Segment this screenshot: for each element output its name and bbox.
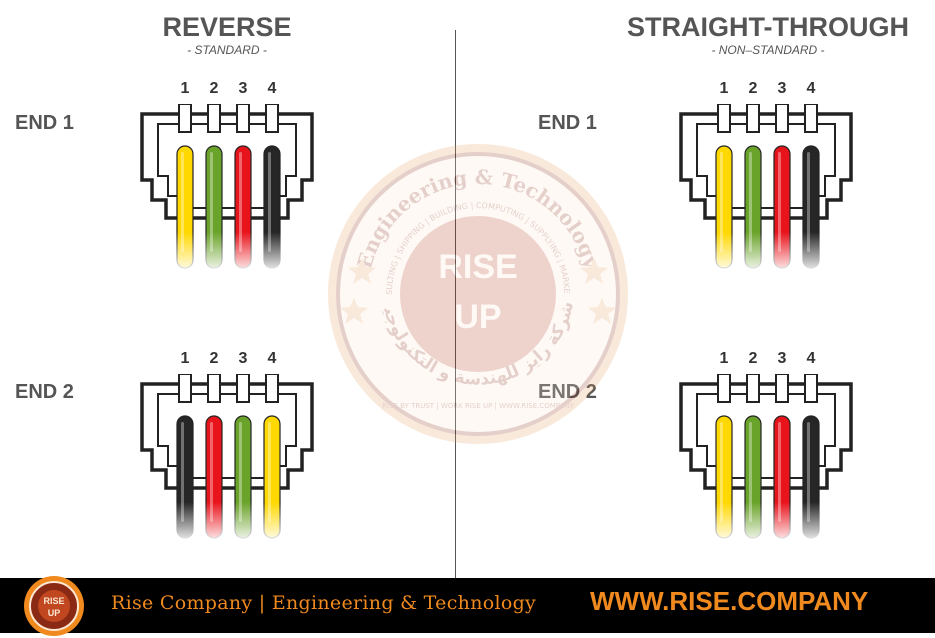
wire-highlight [181,422,184,522]
contact-pin [775,104,789,133]
rise-watermark-seal: Engineering & Technology CONSULTING | SH… [322,138,628,444]
wire-fade [679,502,859,544]
watermark-tagline: RISE BY TRUST | WORK RISE UP | WWW.RISE.… [382,402,574,410]
contact-pin [265,104,279,133]
connector-housing [140,382,314,490]
contact-pin [178,374,192,403]
pin-number-1: 1 [719,350,729,367]
pin-number-1: 1 [180,350,190,367]
contact-pin [236,374,250,403]
wire-highlight [807,422,810,522]
wire-fade [140,232,320,274]
pin-number-3: 3 [238,80,248,97]
wire-highlight [749,422,752,522]
pin-number-4: 4 [267,80,277,97]
contact-pin [746,104,760,133]
pin-number-2: 2 [748,350,758,367]
pin-number-2: 2 [209,80,219,97]
contact-pin [236,104,250,133]
wire-highlight [181,152,184,252]
wire-highlight [749,152,752,252]
center-divider [455,30,456,578]
pin-number-4: 4 [267,350,277,367]
contact-pin [717,374,731,403]
footer-company-name: Rise Company | Engineering & Technology [111,592,537,614]
contact-pin [746,374,760,403]
logo-text-bottom: UP [48,608,61,618]
wire-highlight [210,422,213,522]
wire-fade [679,232,859,274]
wire-highlight [268,422,271,522]
contact-pin [775,374,789,403]
connector-drawing [679,104,859,274]
contact-pin [207,374,221,403]
reverse-title: REVERSE [162,12,292,42]
straight-end1-label: END 1 [538,112,597,134]
connector-drawing [140,374,320,544]
connector-housing [679,382,853,490]
footer-bar: RISE UP Rise Company | Engineering & Tec… [0,576,935,636]
wire-highlight [720,422,723,522]
watermark-center-text-2: UP [454,298,501,336]
wire-highlight [778,422,781,522]
pin-number-1: 1 [719,80,729,97]
wire-highlight [239,422,242,522]
footer-website-link[interactable]: WWW.RISE.COMPANY [590,586,869,616]
contact-pin [207,104,221,133]
connector-drawing [140,104,320,274]
pin-number-3: 3 [777,80,787,97]
pin-number-1: 1 [180,80,190,97]
wire-highlight [807,152,810,252]
contact-pin [804,104,818,133]
reverse-subtitle: - STANDARD - [187,43,267,57]
connector-housing [679,112,853,220]
contact-pin [178,104,192,133]
pin-number-3: 3 [238,350,248,367]
connector-housing [140,112,314,220]
contact-pin [265,374,279,403]
watermark-center-text-1: RISE [438,248,517,286]
contact-pin [717,104,731,133]
straight-through-subtitle: - NON–STANDARD - [711,43,825,57]
wire-highlight [239,152,242,252]
wire-highlight [210,152,213,252]
pin-number-4: 4 [806,350,816,367]
pin-number-3: 3 [777,350,787,367]
pin-number-4: 4 [806,80,816,97]
pin-number-2: 2 [748,80,758,97]
rise-logo-icon: RISE UP [24,576,84,636]
reverse-end1-label: END 1 [15,112,74,134]
contact-pin [804,374,818,403]
straight-end2-label: END 2 [538,381,597,404]
straight-through-title: STRAIGHT-THROUGH [627,12,909,42]
wire-fade [140,502,320,544]
wire-highlight [720,152,723,252]
logo-text-top: RISE [43,596,64,606]
connector-drawing [679,374,859,544]
reverse-end2-label: END 2 [15,381,74,403]
wire-highlight [778,152,781,252]
pin-number-2: 2 [209,350,219,367]
wire-highlight [268,152,271,252]
